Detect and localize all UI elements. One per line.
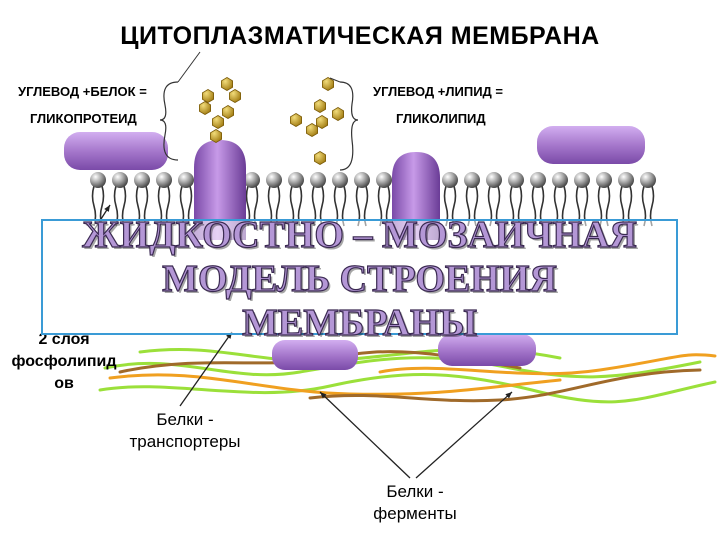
phospholipid-label-line3: ов — [54, 375, 74, 392]
phospholipid-head — [442, 172, 458, 188]
carbohydrate-hexagon — [313, 99, 327, 113]
cytoskeleton-fiber — [103, 356, 702, 379]
carbohydrate-hexagon — [228, 89, 242, 103]
phospholipid-head — [156, 172, 172, 188]
membrane-proteins — [64, 126, 645, 370]
overlay-title-line3: МЕМБРАНЫ — [241, 301, 477, 344]
phospholipid-head — [288, 172, 304, 188]
phospholipid-head — [618, 172, 634, 188]
carbohydrate-hexagon — [220, 77, 234, 91]
arrow-head — [320, 392, 327, 399]
phospholipid-head — [552, 172, 568, 188]
phospholipid-head — [596, 172, 612, 188]
enzyme-proteins-label-line2: ферменты — [373, 504, 457, 523]
integral-protein — [392, 152, 440, 240]
carbohydrate-hexagon — [221, 105, 235, 119]
carbohydrate-chains — [198, 77, 345, 165]
page-title: ЦИТОПЛАЗМАТИЧЕСКАЯ МЕМБРАНА — [120, 22, 600, 50]
carbohydrate-hexagon — [198, 101, 212, 115]
phospholipid-head — [244, 172, 260, 188]
cytoskeleton-fiber — [108, 373, 562, 396]
carbohydrate-hexagon — [313, 151, 327, 165]
arrow-head — [505, 392, 512, 399]
overlay-title-line1: ЖИДКОСТНО – МОЗАИЧНАЯ — [82, 213, 638, 256]
annotation-arrow — [415, 391, 513, 479]
enzyme-proteins-label-line1: Белки - — [386, 482, 444, 501]
overlay-title-line2: МОДЕЛЬ СТРОЕНИЯ — [162, 257, 558, 300]
phospholipid-label-line2: фосфолипид — [11, 353, 117, 370]
annotation-arrows — [93, 204, 513, 479]
cytoskeleton-fibers — [98, 347, 717, 404]
peripheral-protein — [537, 126, 645, 164]
phospholipid-head — [354, 172, 370, 188]
glycoprotein-label: ГЛИКОПРОТЕИД — [30, 111, 137, 126]
carbohydrate-hexagon — [211, 115, 225, 129]
arrow-head — [104, 205, 110, 212]
carbohydrate-hexagon — [209, 129, 223, 143]
overlay-title: ЖИДКОСТНО – МОЗАИЧНАЯ МОДЕЛЬ СТРОЕНИЯ МЕ… — [41, 213, 678, 345]
phospholipid-head — [332, 172, 348, 188]
carbohydrate-hexagon — [201, 89, 215, 103]
carbohydrate-hexagon — [305, 123, 319, 137]
transporter-proteins-label-line2: транспортеры — [129, 432, 241, 451]
phospholipid-head — [376, 172, 392, 188]
glycolipid-brace — [339, 81, 359, 171]
glycolipid-equation-label: УГЛЕВОД +ЛИПИД = — [373, 84, 504, 99]
cytoskeleton-fiber — [98, 373, 717, 404]
phospholipid-head — [310, 172, 326, 188]
peripheral-protein — [272, 340, 358, 370]
integral-protein-glycoprotein — [194, 140, 246, 240]
glycolipid-label: ГЛИКОЛИПИД — [396, 111, 486, 126]
phospholipid-head — [134, 172, 150, 188]
annotation-arrow — [179, 331, 233, 407]
phospholipid-label-line1: 2 слоя — [38, 331, 90, 348]
pointer-line — [177, 51, 201, 83]
carbohydrate-hexagon — [315, 115, 329, 129]
phospholipid-head — [112, 172, 128, 188]
peripheral-protein — [64, 132, 168, 170]
carbohydrate-hexagon — [321, 77, 335, 91]
glycoprotein-brace — [159, 81, 179, 161]
phospholipid-head — [508, 172, 524, 188]
overlay-banner — [41, 219, 678, 335]
phospholipid-head — [486, 172, 502, 188]
phospholipid-head — [464, 172, 480, 188]
carbohydrate-hexagon — [289, 113, 303, 127]
phospholipid-head — [178, 172, 194, 188]
phospholipid-head — [266, 172, 282, 188]
cytoskeleton-fiber — [308, 368, 702, 403]
transporter-proteins-label-line1: Белки - — [156, 410, 214, 429]
annotation-arrow — [319, 391, 411, 479]
label-braces — [159, 51, 359, 171]
pointer-line — [329, 77, 341, 83]
phospholipid-head — [90, 172, 106, 188]
carbohydrate-hexagon — [331, 107, 345, 121]
cytoskeleton-fiber — [378, 353, 717, 376]
glycoprotein-equation-label: УГЛЕВОД +БЕЛОК = — [18, 84, 147, 99]
peripheral-protein — [438, 334, 536, 366]
phospholipid-head — [640, 172, 656, 188]
phospholipid-head — [574, 172, 590, 188]
phospholipid-head — [530, 172, 546, 188]
